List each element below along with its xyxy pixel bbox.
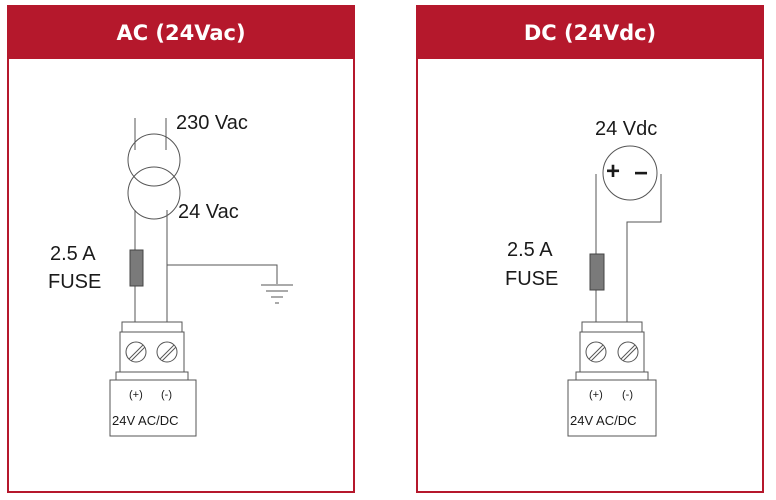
- dc-plus-mark: (+): [589, 389, 603, 401]
- ac-panel: AC (24Vac): [7, 5, 355, 493]
- ac-fuse-label: FUSE: [48, 271, 102, 293]
- dc-source-icon: [602, 145, 658, 201]
- ac-primary-voltage-label: 230 Vac: [176, 112, 248, 134]
- dc-panel: DC (24Vdc): [416, 5, 764, 493]
- dc-source-minus: −: [634, 160, 649, 187]
- ac-secondary-voltage-label: 24 Vac: [178, 201, 239, 223]
- ac-fuse-rating-label: 2.5 A: [50, 243, 96, 265]
- dc-fuse-label: FUSE: [505, 268, 559, 290]
- dc-source-voltage-label: 24 Vdc: [595, 118, 658, 140]
- dc-terminal-label: 24V AC/DC: [570, 413, 637, 428]
- ac-plus-mark: (+): [129, 389, 143, 401]
- ac-ground-wire: [167, 264, 278, 284]
- dc-panel-title: DC (24Vdc): [418, 7, 762, 59]
- dc-fuse-rating-label: 2.5 A: [507, 239, 553, 261]
- dc-terminal-block: [567, 321, 657, 437]
- dc-minus-mark: (-): [622, 389, 633, 401]
- dc-fuse-icon: [589, 253, 605, 291]
- ac-terminal-label: 24V AC/DC: [112, 413, 179, 428]
- ac-minus-mark: (-): [161, 389, 172, 401]
- ac-terminal-block: [109, 321, 197, 437]
- ac-transformer-icon: [127, 118, 181, 220]
- ac-fuse-icon: [129, 249, 144, 287]
- ground-icon: [261, 284, 293, 304]
- dc-wire-negative: [626, 174, 662, 322]
- ac-panel-title: AC (24Vac): [9, 7, 353, 59]
- dc-source-plus: +: [606, 158, 621, 185]
